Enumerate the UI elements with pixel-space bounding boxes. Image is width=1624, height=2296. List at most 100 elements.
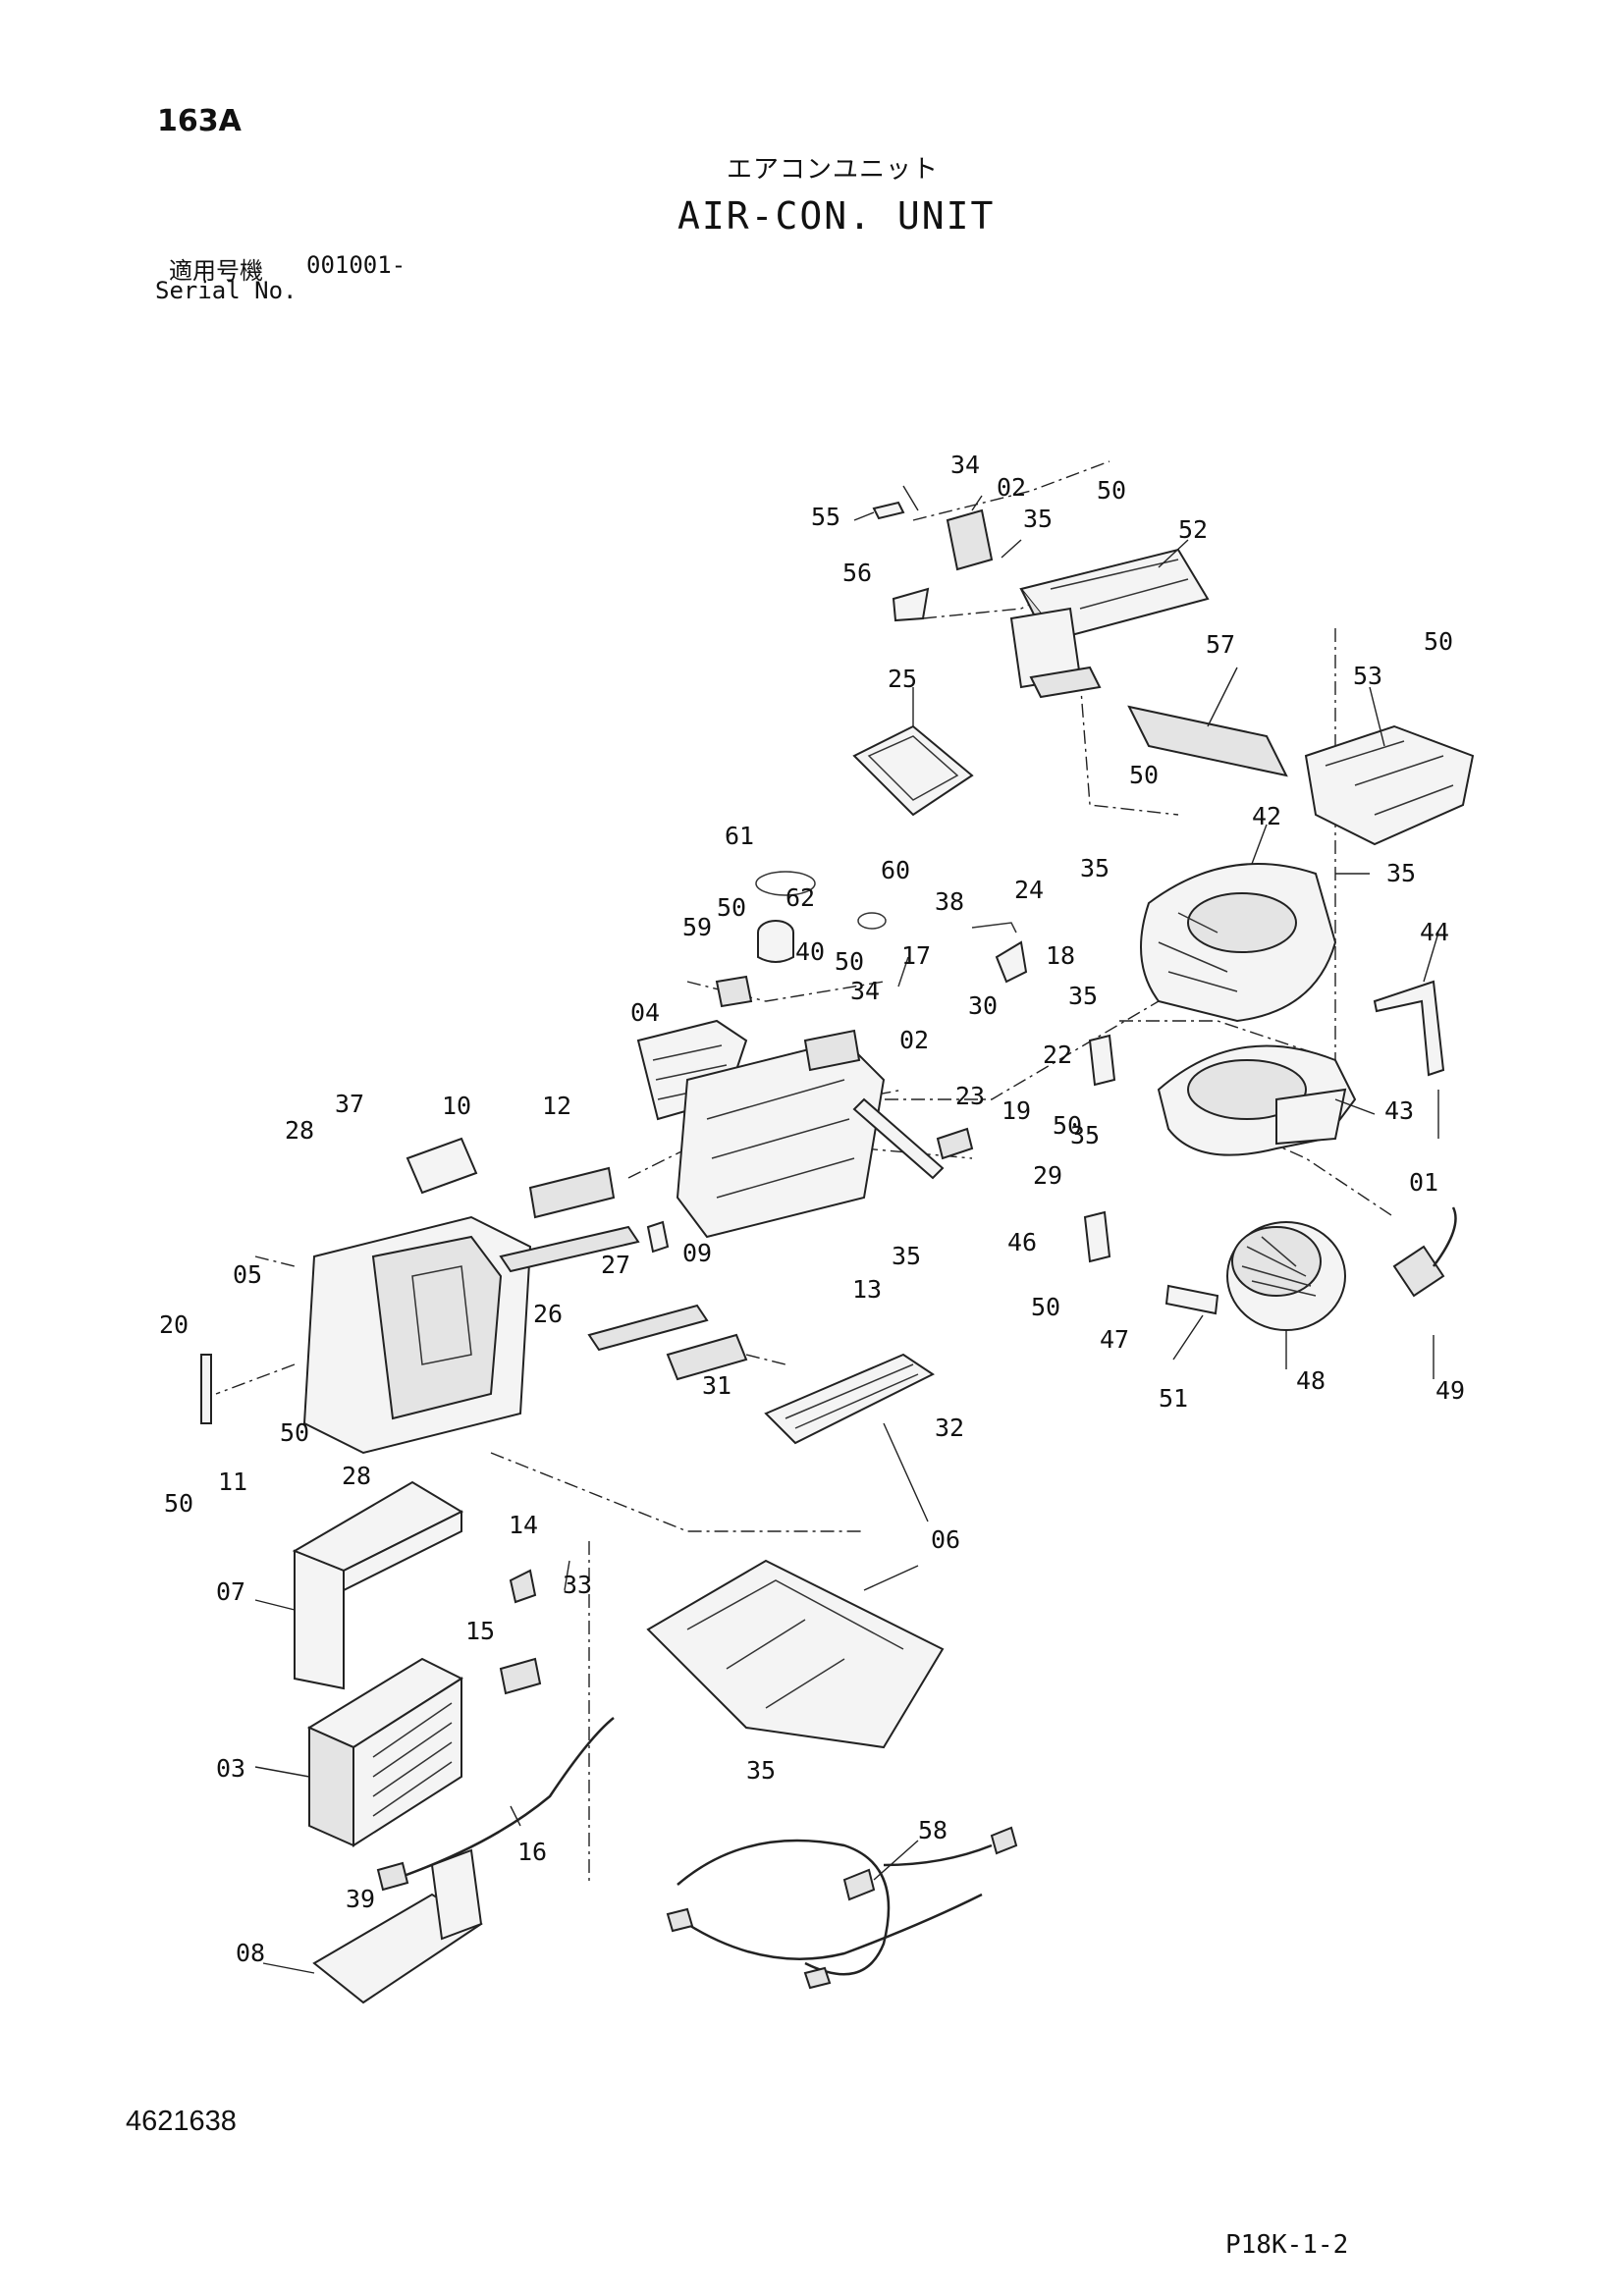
clip-09 <box>646 1220 670 1254</box>
callout-label: 48 <box>1296 1366 1326 1395</box>
door-12 <box>528 1166 616 1219</box>
callout-label: 28 <box>342 1462 371 1490</box>
callout-label: 07 <box>216 1577 245 1606</box>
callout-label: 26 <box>533 1300 563 1328</box>
pipe-20 <box>200 1354 212 1424</box>
callout-label: 09 <box>682 1239 712 1267</box>
callout-label: 60 <box>881 856 910 884</box>
callout-label: 15 <box>465 1617 495 1645</box>
callout-label: 46 <box>1007 1228 1037 1256</box>
callout-label: 08 <box>236 1939 265 1967</box>
housing-05 <box>302 1215 532 1455</box>
callout-label: 59 <box>682 913 712 941</box>
callout-label: 30 <box>968 991 998 1020</box>
case-lower-06 <box>646 1559 945 1749</box>
door-27 <box>587 1304 709 1352</box>
bracket-46 <box>1083 1210 1111 1263</box>
door-31 <box>666 1333 748 1381</box>
callout-label: 34 <box>950 451 980 479</box>
spring-17 <box>897 956 909 988</box>
callout-label: 28 <box>285 1116 314 1145</box>
leader-lines <box>254 485 1439 1974</box>
page-number: 163A <box>157 104 242 138</box>
callout-label: 02 <box>899 1026 929 1054</box>
callout-label: 13 <box>852 1275 882 1304</box>
relay-59 <box>715 975 753 1008</box>
lever-24 <box>971 922 1017 934</box>
vent-duct-53 <box>1304 724 1475 846</box>
callout-label: 24 <box>1014 876 1044 904</box>
callout-label: 04 <box>630 998 660 1027</box>
callout-label: 16 <box>517 1838 547 1866</box>
callout-label: 05 <box>233 1260 262 1289</box>
switch-14 <box>509 1569 537 1604</box>
callout-label: 35 <box>1023 505 1053 533</box>
callout-labels: 34 02 55 35 50 52 56 57 25 53 50 50 42 3… <box>159 451 1465 1967</box>
connector-39 <box>376 1861 409 1892</box>
plate-02-mid <box>803 1029 861 1072</box>
callout-label: 19 <box>1001 1096 1031 1125</box>
bracket-22 <box>1088 1034 1116 1087</box>
wire-harness-58 <box>666 1826 1018 1990</box>
callout-label: 14 <box>509 1511 538 1539</box>
callout-label: 56 <box>842 559 872 587</box>
blower-fan-48 <box>1226 1221 1346 1331</box>
callout-label: 57 <box>1206 630 1235 659</box>
callout-label: 17 <box>901 941 931 970</box>
duct-frame-25 <box>852 724 974 817</box>
callout-label: 44 <box>1420 918 1449 946</box>
callout-label: 18 <box>1046 941 1075 970</box>
callout-label: 27 <box>601 1251 630 1279</box>
callout-label: 20 <box>159 1310 189 1339</box>
title-japanese: エアコンユニット <box>727 155 940 185</box>
callout-label: 50 <box>1031 1293 1060 1321</box>
callout-label: 31 <box>702 1371 731 1400</box>
callout-label: 29 <box>1033 1161 1062 1190</box>
callout-label: 49 <box>1435 1376 1465 1405</box>
callout-label: 38 <box>935 887 964 916</box>
callout-label: 35 <box>892 1242 921 1270</box>
callout-label: 40 <box>795 937 825 966</box>
callout-label: 55 <box>811 503 840 531</box>
callout-label: 50 <box>1424 627 1453 656</box>
callout-label: 10 <box>442 1092 471 1120</box>
callout-label: 22 <box>1043 1041 1072 1069</box>
motor-19 <box>936 1127 974 1160</box>
vent-duct-52 <box>1009 548 1210 699</box>
blower-case-upper-42 <box>1140 863 1337 1023</box>
clip-55 <box>872 501 905 520</box>
callout-label: 53 <box>1353 662 1382 690</box>
callout-label: 43 <box>1384 1096 1414 1125</box>
callout-label: 52 <box>1178 515 1208 544</box>
callout-label: 11 <box>218 1468 247 1496</box>
case-lower-08 <box>312 1848 483 2004</box>
hose-47 <box>1164 1284 1219 1315</box>
callout-label: 35 <box>1080 854 1110 882</box>
cover-07 <box>292 1480 464 1690</box>
callout-label: 35 <box>746 1756 776 1785</box>
page-title: AIR-CON. UNIT <box>677 194 996 238</box>
document-number: 4621638 <box>126 2106 237 2137</box>
callout-label: 51 <box>1159 1384 1188 1413</box>
duct-32 <box>764 1353 935 1445</box>
callout-label: 50 <box>280 1418 309 1447</box>
blower-case-lower-43 <box>1157 1044 1357 1156</box>
serial-label-japanese: 適用号機 <box>169 257 263 285</box>
filter-frame-10 <box>406 1137 478 1195</box>
serial-label: Serial No. <box>155 277 298 304</box>
serial-range: 001001- <box>306 251 406 279</box>
callout-label: 23 <box>955 1082 985 1110</box>
callout-label: 03 <box>216 1754 245 1783</box>
callout-label: 58 <box>918 1816 947 1844</box>
callout-label: 50 <box>164 1489 193 1518</box>
callout-label: 02 <box>997 473 1026 502</box>
callout-label: 42 <box>1252 802 1281 830</box>
callout-label: 35 <box>1068 982 1098 1010</box>
callout-label: 01 <box>1409 1168 1438 1197</box>
resistor-01 <box>1392 1206 1457 1298</box>
callout-label: 61 <box>725 822 754 850</box>
shaft-23 <box>852 1097 945 1180</box>
plate-02-top <box>946 508 994 571</box>
callout-label: 62 <box>785 883 815 912</box>
